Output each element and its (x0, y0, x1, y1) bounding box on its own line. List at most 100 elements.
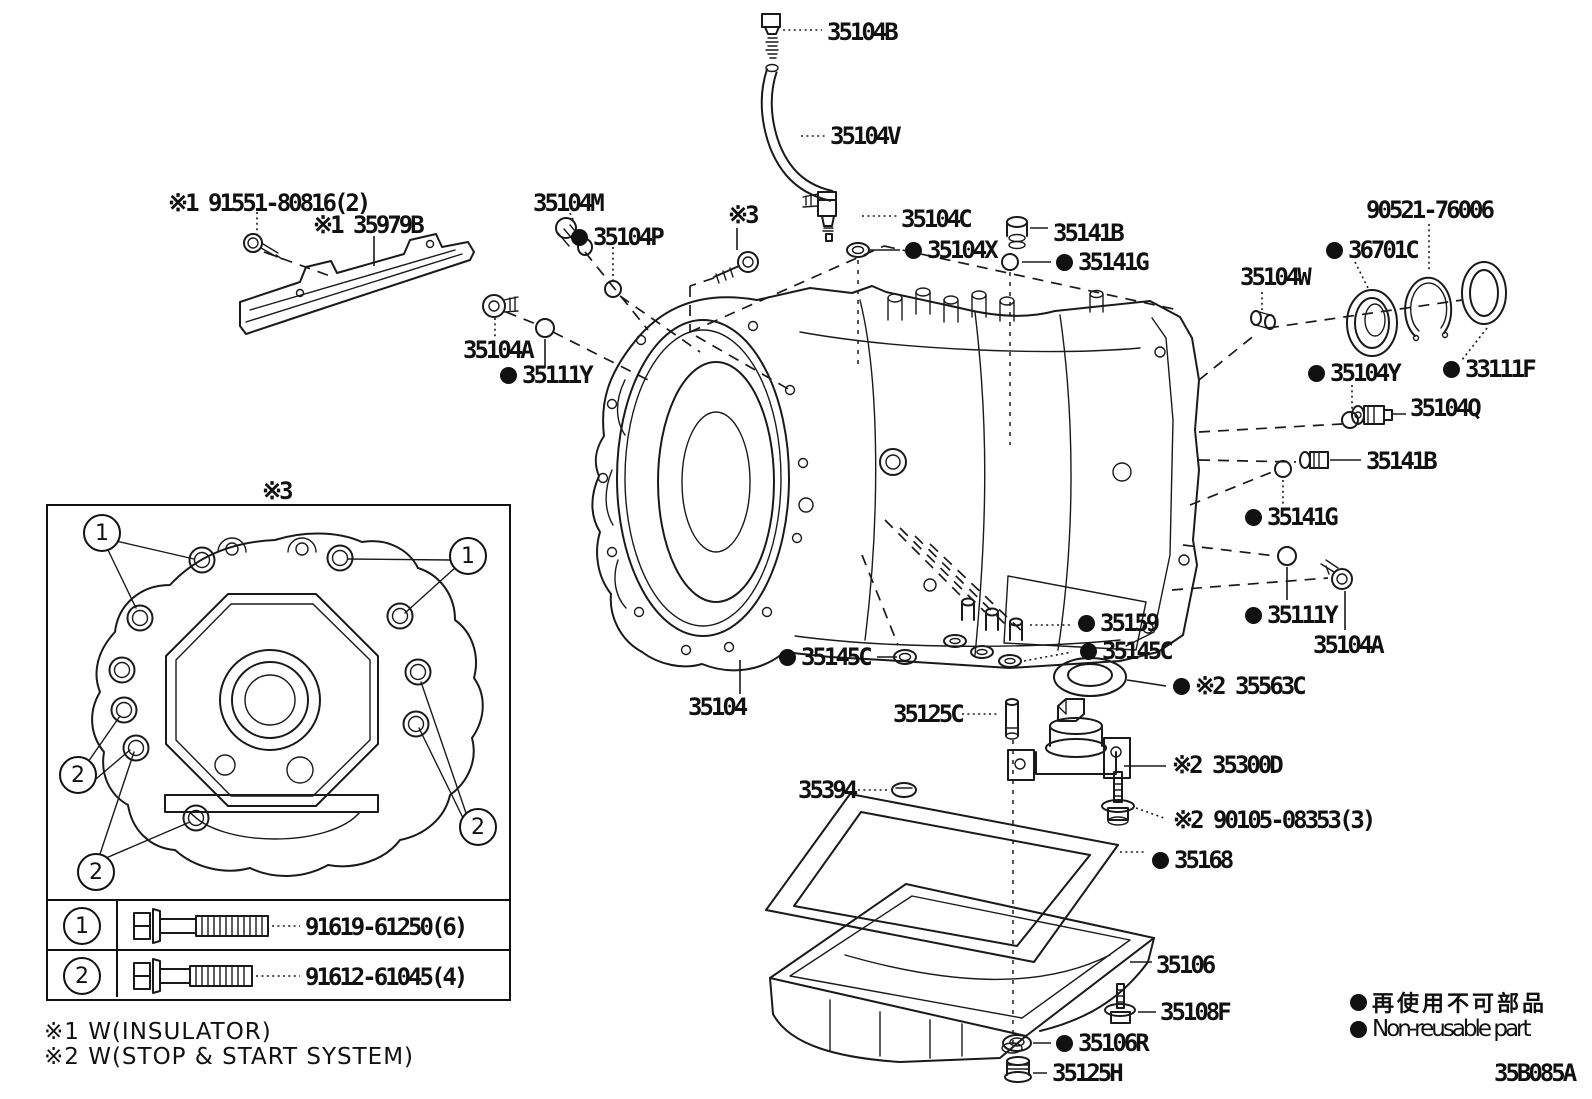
washer-35106r (1002, 1034, 1032, 1052)
part-label-90105: ※2 90105-08353(3) (1173, 806, 1376, 834)
inset-marker-1-right: 1 (449, 537, 487, 575)
oil-pipe-rail-35979b (239, 233, 475, 335)
plug-35394 (891, 782, 917, 798)
non-reusable-dot (1443, 360, 1460, 378)
case-top-bosses (887, 287, 1104, 323)
solenoid-35300d (1007, 698, 1131, 781)
inset-frame (46, 504, 511, 1001)
table-row1-part: 91619-61250(6) (305, 913, 468, 941)
table-row1-num: 1 (63, 907, 101, 945)
non-reusable-dot (500, 366, 517, 384)
part-label-35104: 35104 (688, 693, 748, 721)
non-reusable-dot (1152, 851, 1169, 869)
pan-gasket-35168 (765, 793, 1119, 963)
oil-seal-33111f (1461, 261, 1507, 325)
snap-ring-90521 (1404, 276, 1453, 342)
non-reusable-dot (1350, 1020, 1367, 1038)
part-label-35104x: 35104X (905, 236, 999, 264)
union-35104q (1351, 405, 1393, 425)
table-rule-top (46, 899, 509, 901)
flange-bolt-holes (597, 320, 809, 656)
transaxle-case-35104 (591, 285, 1200, 672)
oring-35111y-left (535, 318, 555, 338)
part-label-36701c: 36701C (1326, 236, 1420, 264)
non-reusable-dot (1308, 364, 1325, 382)
part-label-35125h: 35125H (1052, 1059, 1124, 1087)
part-label-35104b: 35104B (827, 18, 899, 46)
breather-hose-assembly (760, 13, 870, 258)
ref-mark-3-inset: ※3 (262, 477, 294, 505)
plug-35125h (1004, 1056, 1032, 1083)
non-reusable-dot (1245, 606, 1262, 624)
union-studs-35159 (961, 597, 1023, 641)
part-label-35125c: 35125C (893, 700, 965, 728)
table-leaders (256, 925, 300, 977)
bolt-35108f (1104, 983, 1136, 1024)
part-label-35168: 35168 (1152, 846, 1234, 874)
part-label-35159: 35159 (1078, 609, 1160, 637)
oring-35104y (1341, 411, 1359, 429)
inset-bell-housing-view (87, 532, 484, 877)
part-label-35104c: 35104C (901, 205, 973, 233)
oring-35104p (604, 280, 622, 298)
part-label-35111y-right: 35111Y (1245, 601, 1339, 629)
bolt-icon-row1 (133, 908, 269, 944)
part-label-33111f: 33111F (1443, 355, 1537, 383)
oring-35111y-right (1277, 546, 1297, 566)
non-reusable-dot (1173, 677, 1190, 695)
inset-marker-2-left: 2 (59, 756, 97, 794)
union-35141b-right (1299, 451, 1329, 469)
non-reusable-dot (1056, 253, 1073, 271)
table-row2-part: 91612-61045(4) (305, 963, 468, 991)
oring-35141g-top (1001, 253, 1019, 271)
part-label-35145c-right: 35145C (1080, 637, 1174, 665)
part-label-35145c-left: 35145C (779, 643, 873, 671)
bolt-90105 (1101, 771, 1135, 826)
drawing-code: 35B085A (1494, 1059, 1577, 1087)
inset-marker-1-left: 1 (83, 514, 121, 552)
plug-35141b-top (1006, 216, 1028, 250)
part-label-35108f: 35108F (1160, 998, 1232, 1026)
part-label-35104m: 35104M (533, 189, 605, 217)
part-label-35106r: 35106R (1056, 1029, 1150, 1057)
part-label-35104v: 35104V (830, 122, 902, 150)
non-reusable-dot (1326, 241, 1343, 259)
non-reusable-dot (571, 228, 588, 246)
part-label-35104a-right: 35104A (1313, 631, 1385, 659)
non-reusable-dot (905, 241, 922, 259)
legend-non-reusable-en: Non-reusable part (1350, 1016, 1532, 1042)
non-reusable-dot (1078, 614, 1095, 632)
non-reusable-dot (1245, 508, 1262, 526)
sleeve-35104w (1250, 310, 1276, 330)
table-rule-mid (46, 949, 509, 951)
part-label-35394: 35394 (798, 776, 858, 804)
part-label-35106: 35106 (1156, 951, 1216, 979)
footnote-1: ※1 W(INSULATOR) (44, 1019, 272, 1045)
part-label-91551: ※1 91551-80816(2) (168, 189, 371, 217)
part-label-35104a-left: 35104A (463, 336, 535, 364)
part-label-35141g-top: 35141G (1056, 248, 1150, 276)
inset-bolt-heads-inner (113, 549, 427, 827)
bolt-ref3 (713, 251, 759, 284)
part-label-35104q: 35104Q (1410, 394, 1482, 422)
part-label-35104w: 35104W (1240, 263, 1312, 291)
plug-35104a-left (482, 294, 519, 318)
part-label-35111y-left: 35111Y (500, 361, 594, 389)
part-label-35141b-right: 35141B (1366, 447, 1438, 475)
part-label-35141g-right: 35141G (1245, 503, 1339, 531)
non-reusable-dot (1080, 642, 1097, 660)
footnote-2: ※2 W(STOP & START SYSTEM) (44, 1044, 415, 1070)
label-leaders (256, 29, 1488, 1074)
plug-35104a-right (1320, 559, 1353, 590)
oring-35141g-right (1274, 460, 1292, 478)
inset-bolt-heads (108, 544, 432, 832)
non-reusable-dot (1056, 1034, 1073, 1052)
part-label-35104y: 35104Y (1308, 359, 1402, 387)
part-label-35104p: 35104P (571, 223, 665, 251)
non-reusable-dot (1350, 993, 1367, 1011)
inset-marker-2-bottom: 2 (77, 853, 115, 891)
oil-seal-36701c (1346, 289, 1398, 357)
ref-mark-3-top: ※3 (728, 201, 760, 229)
